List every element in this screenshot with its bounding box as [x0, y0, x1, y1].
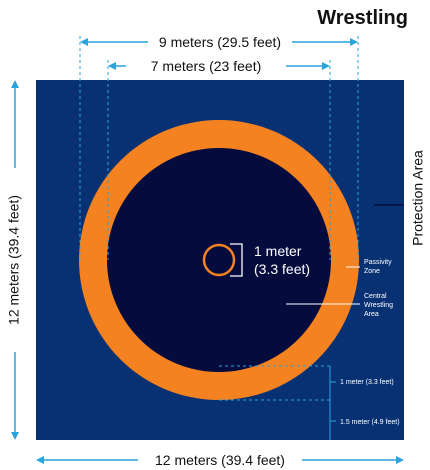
central-wrestling-area [107, 148, 331, 372]
central-area-label-line1: Central [364, 293, 387, 300]
passivity-zone-label-line2: Zone [364, 268, 380, 275]
protection-band-label: 1.5 meter (4.9 feet) [340, 419, 400, 426]
center-circle-label-line1: 1 meter [254, 243, 302, 259]
passivity-band-label: 1 meter (3.3 feet) [340, 379, 394, 386]
central-area-label-line2: Wrestling [364, 302, 393, 309]
band-guide-lines [219, 365, 330, 401]
passivity-zone-label-line1: Passivity [364, 259, 392, 266]
dim-height-label: 12 meters (39.4 feet) [6, 195, 22, 325]
top-guide-lines [79, 36, 359, 260]
dim-width-label: 12 meters (39.4 feet) [155, 452, 285, 468]
center-circle [202, 243, 236, 277]
protection-area-label: Protection Area [410, 150, 426, 246]
central-area-label-line3: Area [364, 311, 379, 318]
diagram-title: Wrestling [317, 7, 408, 29]
dim-7m-label: 7 meters (23 feet) [151, 58, 262, 74]
center-circle-label-line2: (3.3 feet) [254, 261, 310, 277]
dim-9m-label: 9 meters (29.5 feet) [159, 34, 281, 50]
center-circle-bracket [230, 243, 243, 277]
